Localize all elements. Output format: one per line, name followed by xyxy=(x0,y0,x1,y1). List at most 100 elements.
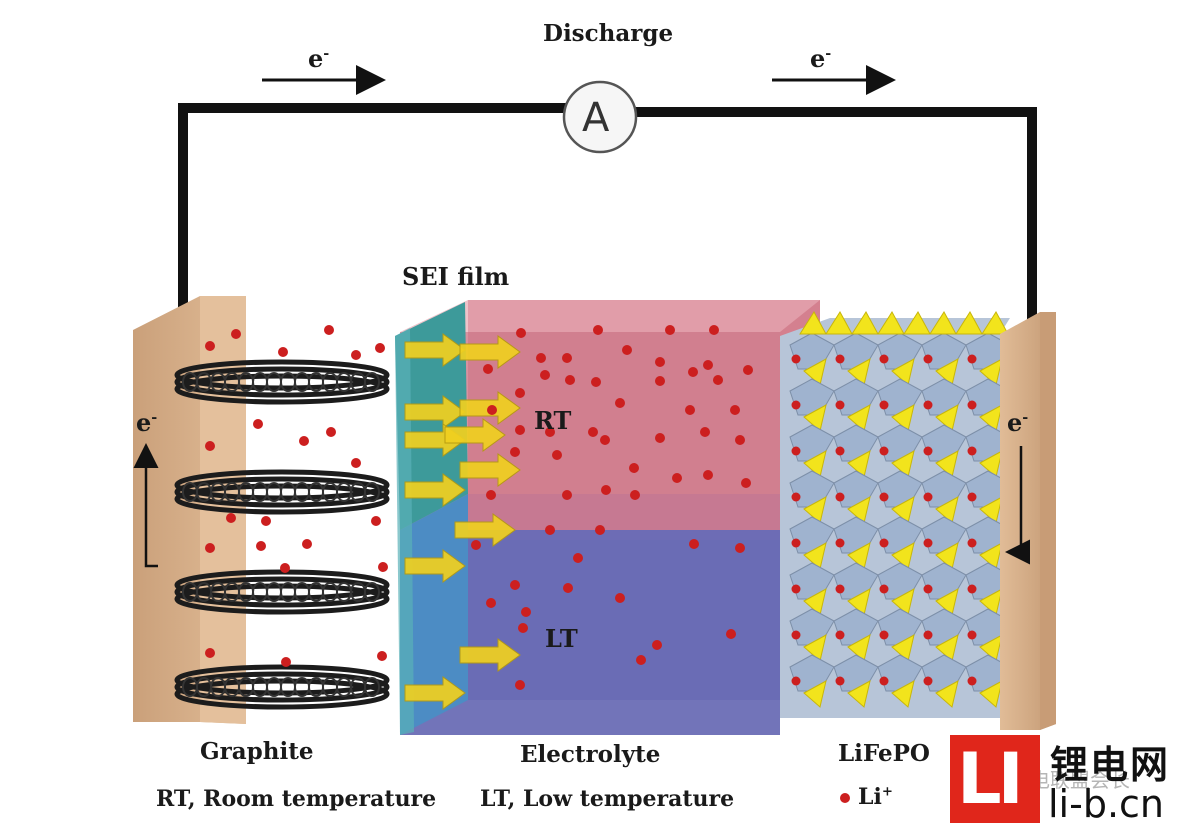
tetrahedron xyxy=(851,311,879,335)
yellow-arrow xyxy=(444,418,506,452)
octahedron xyxy=(833,654,879,692)
octahedron xyxy=(789,654,835,692)
li-ion xyxy=(629,463,639,473)
octahedron xyxy=(789,608,835,646)
li-ion xyxy=(967,538,977,548)
tetrahedron xyxy=(935,588,959,616)
legend-lt: LT, Low temperature xyxy=(480,786,735,812)
lt-region-label: LT xyxy=(545,624,578,653)
li-ion xyxy=(879,630,889,640)
octahedron xyxy=(921,424,967,462)
graphite-ring xyxy=(336,677,352,697)
tetrahedron xyxy=(877,311,905,335)
tetrahedron xyxy=(935,358,959,386)
li-ion xyxy=(630,490,640,500)
tetrahedron xyxy=(979,496,1003,524)
octahedron xyxy=(833,424,879,462)
graphite-ring xyxy=(364,677,380,697)
logo-url: li-b.cn xyxy=(1048,782,1165,826)
li-ion xyxy=(324,325,334,335)
tetrahedron xyxy=(847,496,871,524)
li-ion xyxy=(588,427,598,437)
li-ion xyxy=(256,541,266,551)
li-ion xyxy=(565,375,575,385)
electrolyte-label: Electrolyte xyxy=(520,741,661,768)
li-ion xyxy=(302,539,312,549)
li-ion xyxy=(791,446,801,456)
li-ion xyxy=(562,490,572,500)
li-ion xyxy=(545,427,555,437)
tetrahedron xyxy=(929,311,957,335)
graphite-ring xyxy=(336,582,352,602)
tetrahedron xyxy=(847,404,871,432)
electron-label-top-left: e- xyxy=(308,44,330,73)
octahedron xyxy=(833,470,879,508)
tetrahedron xyxy=(847,450,871,478)
octahedron xyxy=(833,608,879,646)
li-ion xyxy=(278,347,288,357)
tetrahedron xyxy=(891,680,915,708)
li-ion xyxy=(299,436,309,446)
li-ion xyxy=(730,405,740,415)
li-ion xyxy=(521,607,531,617)
electron-arrow-cathode xyxy=(1005,446,1030,565)
li-ion xyxy=(791,400,801,410)
li-ion xyxy=(967,492,977,502)
li-ion xyxy=(735,435,745,445)
li-ion xyxy=(515,425,525,435)
graphite-layer xyxy=(174,569,390,615)
li-ion xyxy=(923,446,933,456)
li-ion xyxy=(791,538,801,548)
li-ion xyxy=(371,516,381,526)
octahedron xyxy=(833,516,879,554)
graphite-anode xyxy=(174,359,390,710)
tetrahedron xyxy=(935,680,959,708)
li-ion xyxy=(515,388,525,398)
li-ion xyxy=(515,680,525,690)
li-ion xyxy=(835,400,845,410)
li-ion xyxy=(923,492,933,502)
sei-film-lt xyxy=(400,494,468,735)
li-ion xyxy=(655,357,665,367)
cathode-current-collector xyxy=(1000,312,1056,730)
li-ion xyxy=(655,433,665,443)
octahedron xyxy=(877,424,923,462)
li-ion xyxy=(326,427,336,437)
li-ion xyxy=(615,398,625,408)
graphite-ring xyxy=(364,582,380,602)
tetrahedron xyxy=(847,588,871,616)
li-ion xyxy=(351,458,361,468)
li-ion xyxy=(615,593,625,603)
li-ion xyxy=(378,562,388,572)
yellow-arrow xyxy=(404,395,466,429)
octahedron xyxy=(789,516,835,554)
graphite-ring xyxy=(336,372,352,392)
tetrahedron xyxy=(979,680,1003,708)
octahedron xyxy=(833,562,879,600)
li-ion xyxy=(791,676,801,686)
li-ion xyxy=(967,400,977,410)
yellow-arrow xyxy=(404,549,466,583)
li-ion xyxy=(923,630,933,640)
li-ion xyxy=(791,630,801,640)
li-ion xyxy=(835,584,845,594)
rt-region-label: RT xyxy=(534,406,572,435)
graphite-layer xyxy=(174,664,390,710)
electron-arrow-anode xyxy=(133,443,159,568)
tetrahedron xyxy=(825,311,853,335)
li-ion xyxy=(879,538,889,548)
octahedron xyxy=(877,332,923,370)
octahedron xyxy=(833,332,879,370)
li-ion xyxy=(601,485,611,495)
tetrahedron xyxy=(847,358,871,386)
li-ion xyxy=(280,563,290,573)
li-ion xyxy=(967,446,977,456)
tetrahedron xyxy=(935,634,959,662)
graphite-sheet xyxy=(174,366,390,398)
tetrahedron xyxy=(891,634,915,662)
li-ion xyxy=(703,470,713,480)
tetrahedron xyxy=(891,542,915,570)
tetrahedron xyxy=(955,311,983,335)
li-ion xyxy=(226,513,236,523)
tetrahedron xyxy=(803,496,827,524)
